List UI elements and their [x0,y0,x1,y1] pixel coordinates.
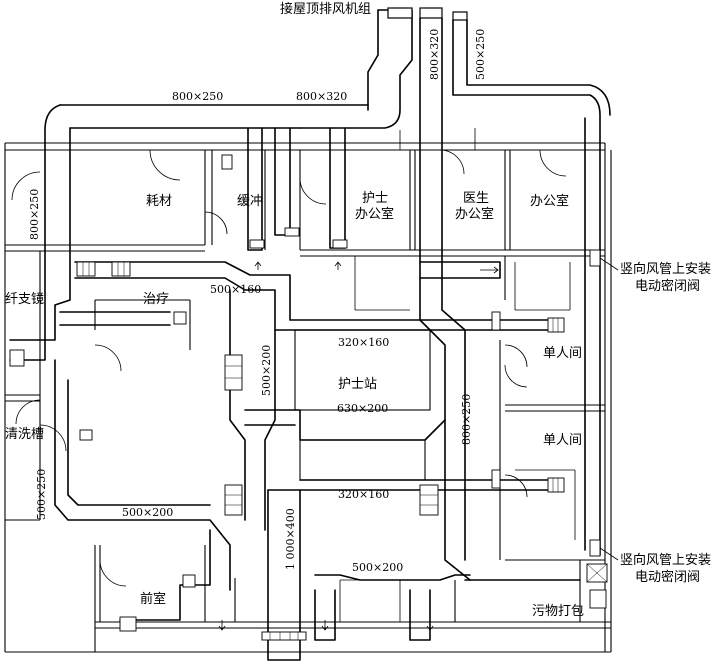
room-office: 办公室 [530,193,569,209]
room-consumables: 耗材 [146,194,172,209]
dim-800x320-riser: 800×320 [428,29,441,80]
dim-500x250-left: 500×250 [35,469,48,520]
duct-dimension-labels: 800×250 800×320 800×320 500×250 800×250 … [28,29,487,574]
flow-arrows [218,261,499,631]
room-nurse-station: 护士站 [338,377,377,392]
room-labels: 耗材 缓冲 护士 办公室 医生 办公室 办公室 纤支镜 治疗 护士站 清洗槽 单… [5,191,584,619]
valve-note-lower-line1: 竖向风管上安装 [620,552,711,568]
air-grilles [9,154,608,641]
title-label: 接屋顶排风机组 [280,1,371,17]
dim-800x250-top: 800×250 [172,90,223,103]
dim-500x200-bottom: 500×200 [352,561,403,574]
dim-500x200-left: 500×200 [122,506,173,519]
room-single-2: 单人间 [543,433,582,448]
dim-320x160-upper: 320×160 [338,336,389,349]
room-doctor-office-line2: 办公室 [455,206,494,222]
room-endoscope: 纤支镜 [5,292,44,307]
room-single-1: 单人间 [543,346,582,361]
room-nurse-office-line2: 办公室 [355,206,394,222]
rooftop-exhaust-label: 接屋顶排风机组 [280,1,371,17]
dim-630x200: 630×200 [337,402,388,415]
room-anteroom: 前室 [140,591,166,607]
valve-note-upper-line1: 竖向风管上安装 [620,261,711,277]
exhaust-duct-network [9,7,611,661]
dim-1000x400: 1 000×400 [284,508,297,570]
dim-800x250-right: 800×250 [460,394,473,445]
room-dirt-pack: 污物打包 [532,604,584,619]
room-doctor-office-line1: 医生 [463,191,489,206]
room-nurse-office-line1: 护士 [362,191,388,206]
dim-500x200-vertical: 500×200 [260,345,273,396]
room-buffer: 缓冲 [237,194,263,209]
room-treatment: 治疗 [143,292,169,307]
valve-note-upper-line2: 电动密闭阀 [635,278,700,294]
dim-800x320-top: 800×320 [296,90,347,103]
dim-500x160: 500×160 [210,283,261,296]
valve-note-lower-line2: 电动密闭阀 [635,569,700,585]
dim-800x250-left: 800×250 [28,189,41,240]
dim-500x250-riser: 500×250 [474,29,487,80]
building-walls [4,128,612,653]
room-wash-tank: 清洗槽 [5,427,44,442]
valve-notes: 竖向风管上安装 电动密闭阀 竖向风管上安装 电动密闭阀 [599,257,711,585]
dim-320x160-lower: 320×160 [338,488,389,501]
